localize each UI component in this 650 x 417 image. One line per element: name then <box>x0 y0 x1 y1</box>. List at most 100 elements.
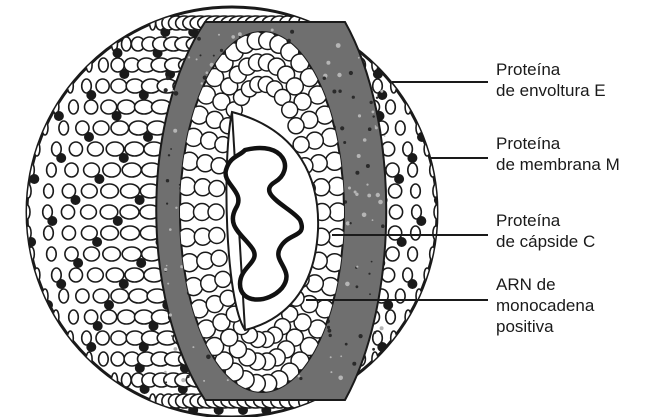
envelope-scale <box>408 247 418 261</box>
band-speckle <box>188 56 190 58</box>
envelope-scale <box>84 247 100 261</box>
band-speckle <box>327 326 330 329</box>
band-speckle <box>372 111 375 114</box>
band-speckle <box>371 261 373 263</box>
band-speckle <box>368 127 372 131</box>
membrane-protein-dot <box>407 153 417 163</box>
band-speckle <box>368 273 370 275</box>
membrane-protein-dot <box>94 174 104 184</box>
band-speckle <box>169 313 172 316</box>
band-speckle <box>358 114 361 117</box>
band-speckle <box>352 96 355 99</box>
band-speckle <box>165 381 167 383</box>
band-speckle <box>380 381 382 383</box>
band-speckle <box>231 35 235 39</box>
envelope-scale <box>111 289 129 303</box>
envelope-scale <box>111 352 124 366</box>
band-speckle <box>174 91 179 96</box>
band-speckle <box>197 37 201 41</box>
envelope-scale <box>96 79 109 93</box>
envelope-scale <box>93 121 109 135</box>
membrane-protein-dot <box>29 174 39 184</box>
band-speckle <box>380 326 384 330</box>
band-speckle <box>227 379 229 381</box>
membrane-protein-dot <box>87 363 97 373</box>
band-speckle <box>166 179 169 182</box>
capsid-bead <box>211 250 227 266</box>
envelope-scale <box>111 121 129 135</box>
envelope-scale <box>88 268 104 282</box>
band-speckle <box>375 126 378 129</box>
band-speckle <box>362 213 367 218</box>
band-speckle <box>330 356 332 358</box>
band-speckle <box>384 135 386 137</box>
capsid-bead <box>215 271 231 287</box>
band-speckle <box>345 343 348 346</box>
band-speckle <box>164 371 167 374</box>
envelope-scale <box>122 373 132 387</box>
band-speckle <box>372 348 375 351</box>
band-speckle <box>171 335 173 337</box>
membrane-protein-dot <box>56 153 66 163</box>
envelope-scale <box>103 247 121 261</box>
envelope-scale <box>99 352 109 366</box>
envelope-scale <box>129 289 148 303</box>
envelope-scale <box>386 100 396 114</box>
envelope-scale <box>411 184 421 198</box>
band-speckle <box>299 377 302 380</box>
envelope-scale <box>122 37 132 51</box>
membrane-protein-dot <box>406 321 416 331</box>
membrane-protein-dot <box>394 174 404 184</box>
band-speckle <box>290 30 294 34</box>
band-speckle <box>366 164 370 168</box>
band-speckle <box>329 334 332 337</box>
membrane-protein-dot <box>416 216 426 226</box>
membrane-protein-dot <box>113 216 123 226</box>
band-speckle <box>378 200 383 205</box>
band-speckle <box>206 71 209 74</box>
envelope-scale <box>81 184 97 198</box>
band-speckle <box>166 76 170 80</box>
band-speckle <box>218 34 220 36</box>
membrane-protein-dot <box>56 279 66 289</box>
band-speckle <box>196 58 198 60</box>
band-speckle <box>173 129 177 133</box>
band-speckle <box>336 43 341 48</box>
envelope-scale <box>47 247 57 261</box>
envelope-scale <box>389 184 402 198</box>
envelope-scale <box>111 331 127 345</box>
envelope-scale <box>76 289 89 303</box>
envelope-scale <box>101 226 119 240</box>
membrane-protein-dot <box>92 237 102 247</box>
envelope-scale <box>61 205 74 219</box>
band-speckle <box>323 77 326 80</box>
membrane-protein-dot <box>93 321 103 331</box>
membrane-protein-dot <box>377 342 387 352</box>
envelope-scale <box>44 226 54 240</box>
band-speckle <box>356 285 359 288</box>
envelope-scale <box>121 184 140 198</box>
envelope-scale <box>389 205 402 219</box>
band-speckle <box>357 154 361 158</box>
envelope-scale <box>96 331 109 345</box>
band-speckle <box>349 71 353 75</box>
band-speckle <box>174 347 178 351</box>
envelope-scale <box>120 205 139 219</box>
band-speckle <box>374 331 377 334</box>
band-speckle <box>338 90 341 93</box>
band-speckle <box>337 73 341 77</box>
band-speckle <box>213 55 215 57</box>
membrane-protein-dot <box>434 195 444 205</box>
band-speckle <box>345 282 350 287</box>
envelope-scale <box>121 226 140 240</box>
band-speckle <box>328 329 332 333</box>
capsid-bead <box>208 204 224 220</box>
band-speckle <box>358 57 360 59</box>
capsid-bead <box>209 228 225 244</box>
band-speckle <box>343 141 346 144</box>
membrane-protein-dot <box>86 90 96 100</box>
band-speckle <box>346 221 350 225</box>
band-speckle <box>175 207 177 209</box>
band-speckle <box>369 293 371 295</box>
membrane-protein-dot <box>73 258 83 268</box>
